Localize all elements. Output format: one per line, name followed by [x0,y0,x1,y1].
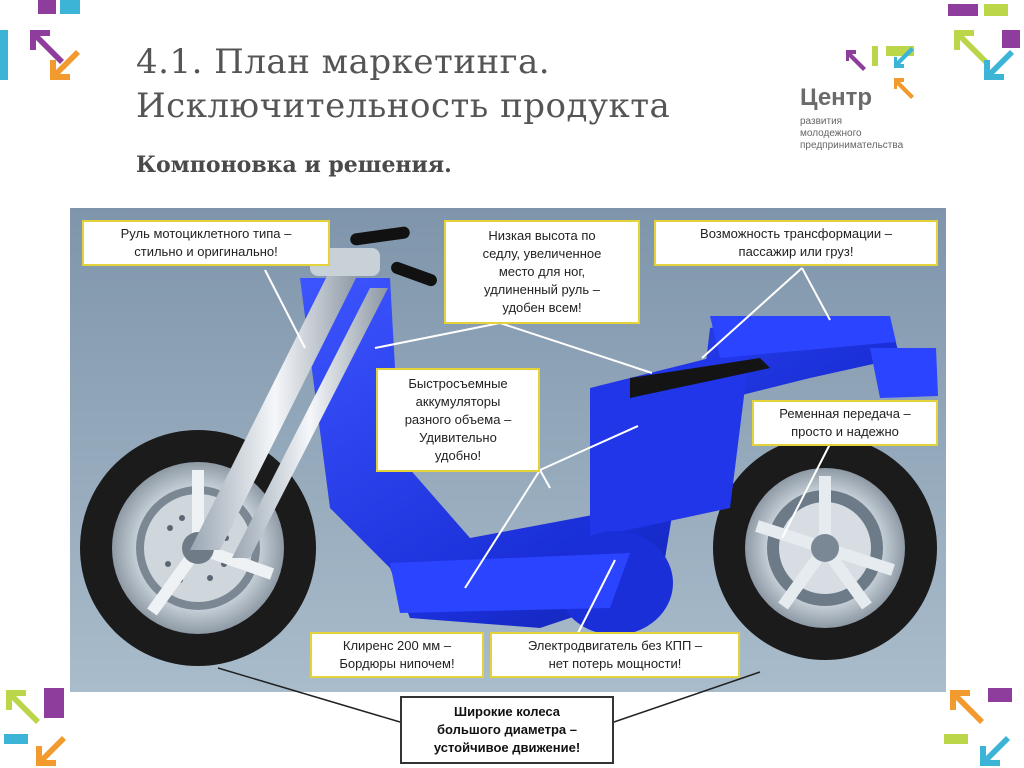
callout-belt-line-1: Ременная передача – [779,406,911,421]
callout-wheels-line-2: большого диаметра – [437,722,577,737]
callout-clearance-line-1: Клиренс 200 мм – [342,638,452,653]
callout-belt: Ременная передача – просто и надежно [752,400,938,446]
callout-battery-line-1: Быстросъемные [408,376,508,391]
callout-seat: Низкая высота по седлу, увеличенное мест… [444,220,640,324]
callout-motor-line-2: нет потерь мощности! [548,656,682,671]
callout-belt-line-2: просто и надежно [791,424,899,439]
corner-mark-top-right [948,4,1020,80]
callout-seat-line-1: Низкая высота по [488,228,596,243]
callout-lines [264,267,831,634]
corner-mark-bottom-right [944,688,1012,766]
title-line-2: Исключительность продукта [136,86,671,126]
rear-wheel [713,436,937,660]
callout-seat-line-4: удлиненный руль – [484,282,600,297]
callout-motor-line-1: Электродвигатель без КПП – [527,638,703,653]
callout-clearance-line-2: Бордюры нипочем! [339,656,455,671]
callout-battery-line-5: удобно! [434,448,482,463]
callout-clearance: Клиренс 200 мм – Бордюры нипочем! [310,632,484,678]
motorcycle-body [300,278,938,635]
callout-battery-line-4: Удивительно [419,430,497,445]
corner-mark-bottom-left [4,688,66,766]
slide-subtitle: Компоновка и решения. [136,152,452,178]
slide-title: 4.1. План маркетинга. Исключительность п… [136,40,670,128]
logo-sub-line-3: предпринимательства [800,140,904,151]
callout-wheels: Широкие колеса большого диаметра – устой… [400,696,614,764]
callout-transform-line-1: Возможность трансформации – [700,226,892,241]
callout-handlebar-line-2: стильно и оригинально! [134,244,278,259]
logo-sub-line-1: развития [800,116,843,127]
title-line-1: 4.1. План маркетинга. [136,42,551,82]
logo-subtitle: развития молодежного предпринимательства [800,116,903,152]
logo-icon [846,46,914,99]
callout-battery-line-2: аккумуляторы [415,394,501,409]
callout-transform: Возможность трансформации – пассажир или… [654,220,938,266]
callout-battery-line-3: разного объема – [404,412,512,427]
callout-wheels-line-1: Широкие колеса [454,704,560,719]
callout-seat-line-2: седлу, увеличенное [482,246,602,261]
corner-mark-top-left [0,0,80,80]
callout-handlebar-line-1: Руль мотоциклетного типа – [120,226,292,241]
motorcycle-scene: Руль мотоциклетного типа – стильно и ори… [70,208,946,692]
callout-wheels-line-3: устойчивое движение! [433,740,581,755]
callout-seat-line-3: место для ног, [498,264,586,279]
callout-handlebar: Руль мотоциклетного типа – стильно и ори… [82,220,330,266]
callout-seat-line-5: удобен всем! [502,300,582,315]
callout-battery: Быстросъемные аккумуляторы разного объем… [376,368,540,472]
callout-motor: Электродвигатель без КПП – нет потерь мо… [490,632,740,678]
callout-transform-line-2: пассажир или груз! [738,244,854,259]
logo-name: Центр [800,84,873,111]
logo-sub-line-2: молодежного [800,128,862,139]
